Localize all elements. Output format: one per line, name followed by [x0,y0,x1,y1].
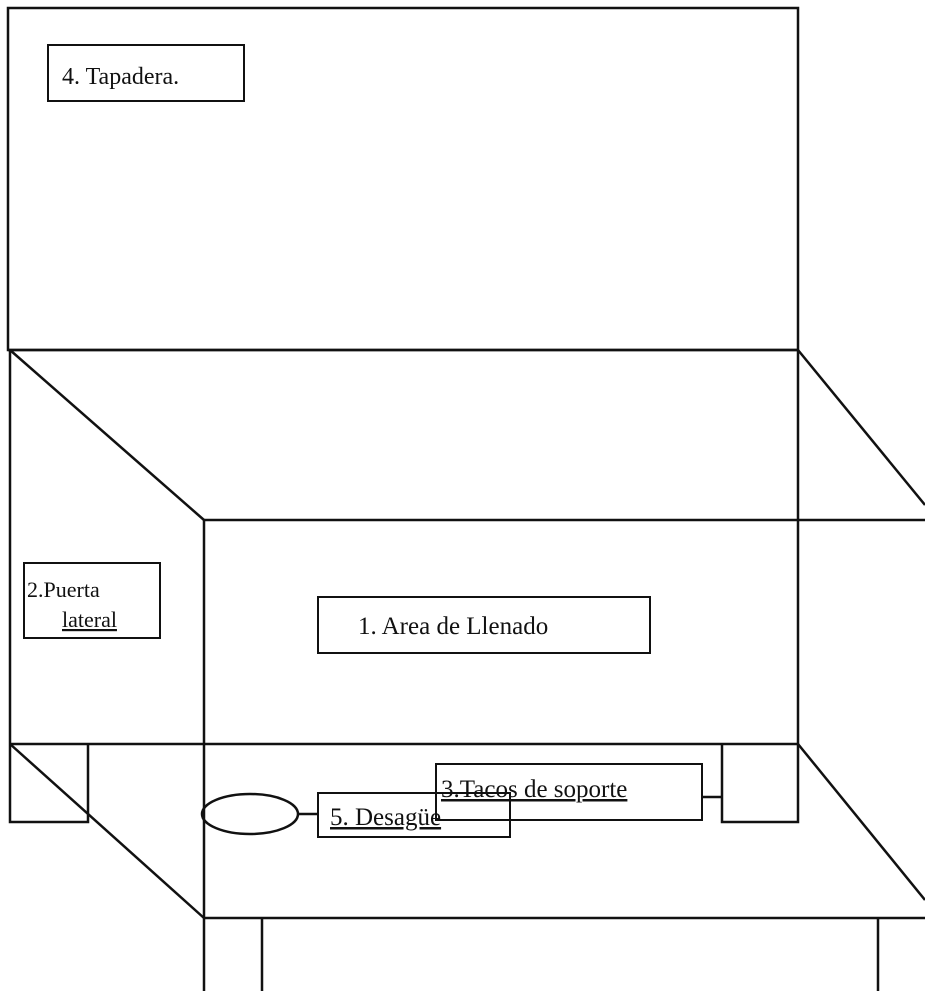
left-top-diagonal [9,349,205,521]
drain-ellipse [200,792,300,836]
lid-panel [6,6,800,352]
desague-label: 5. Desagüe [330,804,441,831]
right-support-foot [720,744,800,824]
left-support-foot [8,744,90,824]
area-label-box [317,596,651,654]
tacos-label: 3.Tacos de soporte [441,776,627,803]
right-top-diagonal [797,349,925,506]
tapadera-label-box [47,44,245,102]
puerta-label-box [23,562,161,639]
puerta-label-line2: lateral [62,607,117,632]
puerta-label-line1: 2.Puerta [27,577,100,602]
right-bottom-diagonal [797,743,925,901]
area-label: 1. Area de Llenado [358,613,548,640]
left-bottom-diagonal [9,743,205,919]
tapadera-label: 4. Tapadera. [62,64,179,90]
desague-label-box [317,792,511,838]
